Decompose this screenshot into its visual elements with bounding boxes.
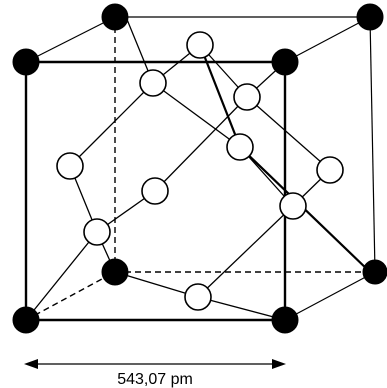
- inner-atom: [316, 156, 344, 184]
- cube-back-face: [114, 16, 376, 273]
- bond: [197, 205, 294, 298]
- inner-atom: [141, 177, 169, 205]
- corner-atom: [271, 306, 299, 334]
- inner-atom: [184, 283, 212, 311]
- bond: [154, 96, 248, 192]
- inner-atom: [233, 83, 261, 111]
- bond: [198, 44, 242, 148]
- arrowhead-right-icon: [272, 359, 286, 369]
- inner-atoms: [56, 31, 344, 311]
- bond: [69, 82, 154, 167]
- bond: [25, 231, 98, 321]
- inner-atom: [83, 218, 111, 246]
- arrowhead-left-icon: [24, 359, 38, 369]
- cube-depth-edges: [25, 16, 376, 321]
- corner-atom: [101, 3, 129, 31]
- bond-network: [25, 16, 371, 321]
- corner-atom: [356, 3, 384, 31]
- corner-atoms: [12, 3, 387, 334]
- bond: [114, 271, 199, 298]
- cube-edge: [284, 271, 376, 321]
- cube-hidden-edge: [25, 271, 116, 321]
- corner-atom: [101, 258, 129, 286]
- bond: [197, 296, 286, 321]
- bond: [246, 96, 331, 171]
- corner-atom: [12, 48, 40, 76]
- cube-edge: [25, 16, 116, 63]
- inner-atom: [186, 31, 214, 59]
- corner-atom: [12, 306, 40, 334]
- corner-atom: [362, 259, 387, 285]
- inner-atom: [56, 152, 84, 180]
- corner-atom: [271, 48, 299, 76]
- cube-edge: [284, 16, 371, 63]
- lattice-parameter-label: 543,07 pm: [117, 371, 193, 388]
- cube-edge: [369, 16, 376, 273]
- inner-atom: [139, 69, 167, 97]
- dimension-arrow: 543,07 pm: [24, 359, 286, 388]
- bond: [152, 82, 241, 148]
- inner-atom: [279, 192, 307, 220]
- inner-atom: [226, 133, 254, 161]
